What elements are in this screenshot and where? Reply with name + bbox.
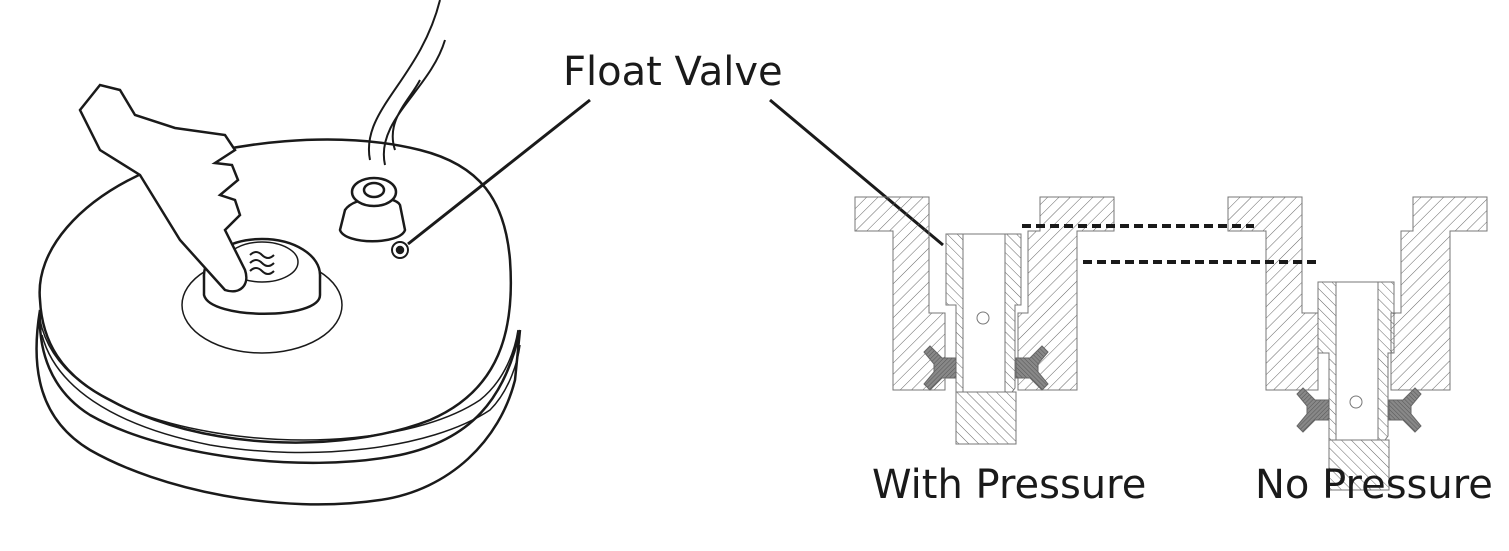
valve-with-pressure <box>854 196 1115 445</box>
with-pressure-label: With Pressure <box>872 462 1147 508</box>
cooker-base <box>35 309 522 506</box>
float-valve-hole <box>391 241 409 259</box>
pressure-cooker-illustration <box>35 0 522 506</box>
no-pressure-label: No Pressure <box>1255 462 1493 508</box>
steam <box>367 0 446 166</box>
leader-line-lid <box>407 98 591 246</box>
valve-no-pressure <box>1227 196 1488 491</box>
float-valve-label: Float Valve <box>563 49 783 95</box>
hand <box>78 83 248 293</box>
